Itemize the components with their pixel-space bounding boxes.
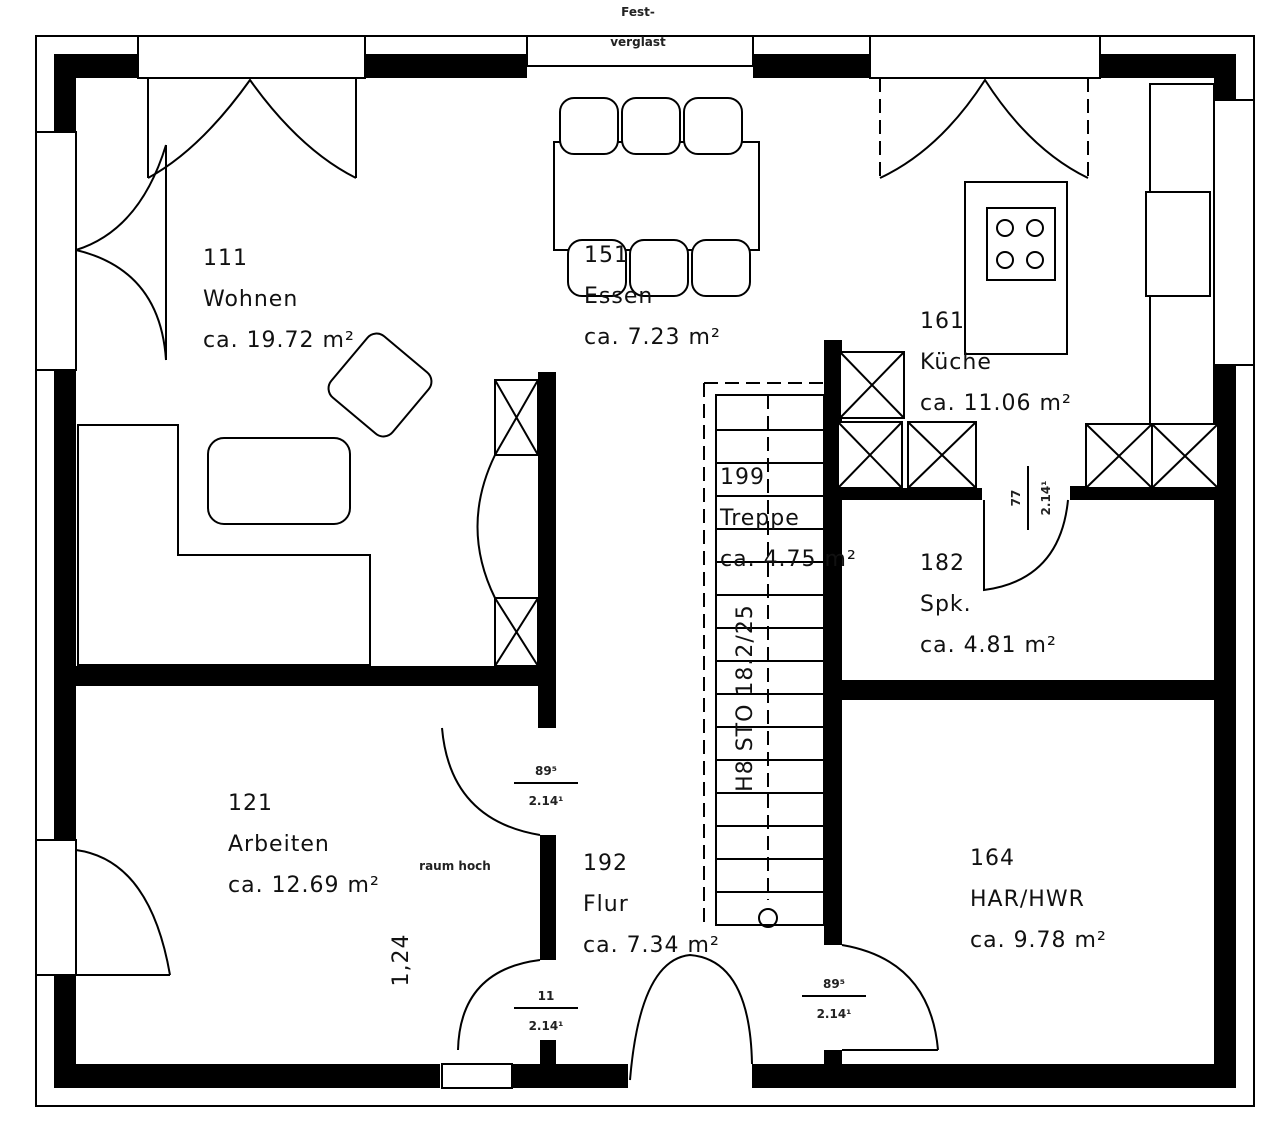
door-height: 2.14¹	[1039, 481, 1053, 516]
room-essen-area: ca. 7.23 m²	[584, 325, 721, 350]
door-labels: 89⁵ 2.14¹ 11 2.14¹ 89⁵ 2.14¹ 77 2.14¹	[514, 466, 1053, 1033]
entrance-door-dimension: 11 2.14¹	[514, 989, 578, 1033]
room-spk-number: 182	[920, 551, 965, 576]
room-har-area: ca. 9.78 m²	[970, 928, 1107, 953]
room-spk-area: ca. 4.81 m²	[920, 633, 1057, 658]
dim-124: 1,24	[389, 934, 414, 987]
room-treppe-number: 199	[720, 465, 765, 490]
door-height: 2.14¹	[817, 1007, 852, 1021]
door-height: 2.14¹	[529, 1019, 564, 1033]
label-raumhoch: raum hoch	[419, 859, 491, 873]
walls	[54, 54, 1236, 1088]
room-flur-number: 192	[583, 851, 628, 876]
windows	[35, 35, 1255, 1089]
stair-code: H8 STO 18.2/25	[733, 604, 758, 792]
room-wohnen-area: ca. 19.72 m²	[203, 328, 355, 353]
label-verglast: verglast	[610, 35, 666, 49]
room-kueche-area: ca. 11.06 m²	[920, 391, 1072, 416]
door-height: 2.14¹	[529, 794, 564, 808]
room-treppe-area: ca. 4.75 m²	[720, 547, 857, 572]
stairs	[703, 382, 825, 928]
room-essen-number: 151	[584, 243, 629, 268]
har-door-dimension: 89⁵ 2.14¹	[802, 977, 866, 1021]
room-arbeiten-number: 121	[228, 791, 273, 816]
room-har-number: 164	[970, 846, 1015, 871]
door-width: 89⁵	[535, 764, 557, 778]
room-essen-name: Essen	[584, 284, 653, 309]
door-width: 89⁵	[823, 977, 845, 991]
door-width: 77	[1009, 490, 1023, 507]
furniture	[77, 83, 1219, 667]
room-wohnen-name: Wohnen	[203, 287, 298, 312]
room-arbeiten-name: Arbeiten	[228, 832, 330, 857]
room-spk-name: Spk.	[920, 592, 972, 617]
room-wohnen-number: 111	[203, 246, 248, 271]
room-treppe-name: Treppe	[719, 506, 800, 531]
room-arbeiten-area: ca. 12.69 m²	[228, 873, 380, 898]
room-flur-area: ca. 7.34 m²	[583, 933, 720, 958]
spk-door-dimension: 77 2.14¹	[1009, 466, 1053, 530]
room-kueche-name: Küche	[920, 350, 992, 375]
doors-swings	[75, 78, 1089, 1081]
door-width: 11	[538, 989, 555, 1003]
room-kueche-number: 161	[920, 309, 965, 334]
room-flur-name: Flur	[583, 892, 629, 917]
arbeiten-door-dimension: 89⁵ 2.14¹	[514, 764, 578, 808]
label-fest: Fest-	[621, 5, 655, 19]
fest-verglast-label: Fest- verglast	[610, 5, 666, 49]
room-har-name: HAR/HWR	[970, 887, 1085, 912]
